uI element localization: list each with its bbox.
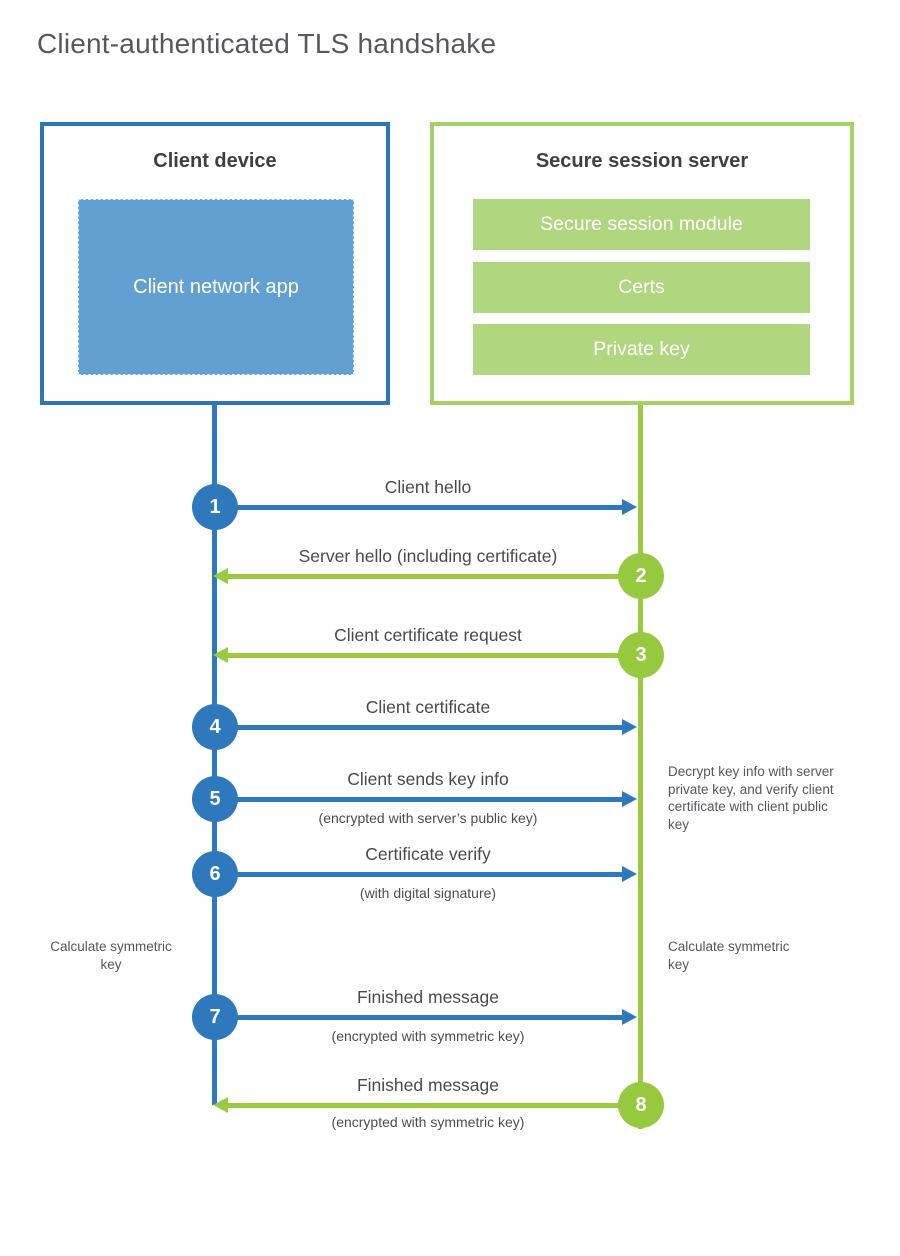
message-6-sublabel: (with digital signature): [359, 885, 497, 901]
client-device-title: Client device: [153, 150, 277, 172]
message-5-arrow: [215, 797, 622, 802]
message-3-label: Client certificate request: [334, 625, 522, 645]
message-3-arrowhead-icon: [213, 647, 228, 663]
message-7-arrow: [215, 1015, 622, 1020]
message-2-arrowhead-icon: [213, 568, 228, 584]
message-5-arrowhead-icon: [622, 791, 637, 807]
server-lifeline: [638, 405, 643, 1129]
step-circle-2: 2: [618, 553, 664, 599]
step-circle-6: 6: [192, 851, 238, 897]
secure-session-server-title: Secure session server: [535, 150, 749, 172]
message-6-arrowhead-icon: [622, 866, 637, 882]
server-module-secure-session: Secure session module: [473, 199, 810, 250]
server-module-private-key: Private key: [473, 324, 810, 375]
message-2-arrow: [228, 574, 641, 579]
message-5-label: Client sends key info: [347, 769, 509, 789]
message-1-arrowhead-icon: [622, 499, 637, 515]
message-7-label: Finished message: [356, 987, 500, 1007]
client-network-app-label: Client network app: [133, 275, 299, 298]
step-circle-8: 8: [618, 1082, 664, 1128]
message-8-arrow: [228, 1103, 641, 1108]
message-3-arrow: [228, 653, 641, 658]
message-1-arrow: [215, 505, 622, 510]
step-circle-5: 5: [192, 776, 238, 822]
step-circle-4: 4: [192, 704, 238, 750]
message-5-sublabel: (encrypted with server’s public key): [318, 810, 538, 826]
message-8-arrowhead-icon: [213, 1097, 228, 1113]
step-circle-3: 3: [618, 632, 664, 678]
message-6-label: Certificate verify: [365, 844, 491, 864]
message-6-arrow: [215, 872, 622, 877]
step-circle-7: 7: [192, 994, 238, 1040]
message-4-arrow: [215, 725, 622, 730]
message-8-label: Finished message: [356, 1075, 500, 1095]
step-circle-1: 1: [192, 484, 238, 530]
client-network-app-box: Client network app: [78, 199, 354, 375]
note-calculate-symmetric-key-client: Calculate symmetric key: [50, 939, 172, 972]
message-1-label: Client hello: [384, 477, 472, 497]
message-7-sublabel: (encrypted with symmetric key): [331, 1028, 525, 1044]
message-2-label: Server hello (including certificate): [298, 546, 558, 566]
note-calculate-symmetric-key-server: Calculate symmetric key: [668, 939, 790, 972]
message-4-arrowhead-icon: [622, 719, 637, 735]
note-decrypt-key-info: Decrypt key info with server private key…: [668, 764, 834, 832]
page-title: Client-authenticated TLS handshake: [37, 28, 497, 59]
message-4-label: Client certificate: [365, 697, 491, 717]
message-8-sublabel: (encrypted with symmetric key): [331, 1114, 525, 1130]
client-lifeline: [212, 405, 217, 1105]
server-module-certs: Certs: [473, 262, 810, 313]
message-7-arrowhead-icon: [622, 1009, 637, 1025]
